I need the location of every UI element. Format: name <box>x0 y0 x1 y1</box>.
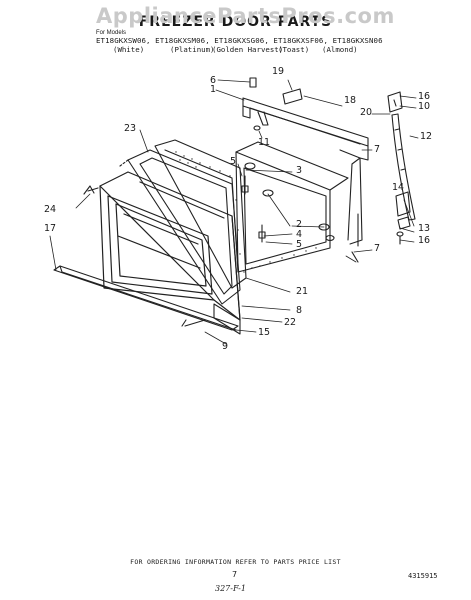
bottom-trim <box>53 265 241 335</box>
color-toast: (Toast) <box>278 45 310 54</box>
stipple-texture <box>175 151 317 273</box>
color-almond: (Almond) <box>322 45 358 54</box>
callout-16-top: 16 <box>418 91 431 102</box>
upper-hinge <box>387 91 416 221</box>
callout-23: 23 <box>124 123 137 134</box>
callout-17: 17 <box>44 223 57 234</box>
leader-lines <box>49 79 419 345</box>
callout-10: 10 <box>418 101 431 112</box>
handwritten-code: 327-F-1 <box>215 584 246 593</box>
callout-6: 6 <box>210 75 217 86</box>
callout-1: 1 <box>210 84 217 95</box>
callout-7-top: 7 <box>374 144 381 155</box>
callout-3: 3 <box>296 165 303 176</box>
page-title: FREEZER DOOR PARTS <box>138 14 333 30</box>
upper-door-frame <box>242 97 369 245</box>
callout-7-bottom: 7 <box>374 243 381 254</box>
screws <box>83 175 359 327</box>
callout-5-bottom: 5 <box>296 239 303 250</box>
outer-door <box>99 171 241 321</box>
callout-5-top: 5 <box>230 156 237 167</box>
callout-4: 4 <box>296 229 303 240</box>
callout-16-bottom: 16 <box>418 235 431 246</box>
callout-13: 13 <box>418 223 431 234</box>
document-number: 4315915 <box>408 572 438 580</box>
ordering-note: FOR ORDERING INFORMATION REFER TO PARTS … <box>130 558 341 566</box>
callout-22: 22 <box>284 317 297 328</box>
callout-14: 14 <box>392 182 405 193</box>
color-golden-harvest: (Golden Harvest) <box>212 45 284 54</box>
watermark: AppliancePartsPros.com <box>96 4 395 28</box>
bracket-6 <box>249 77 257 88</box>
callout-9: 9 <box>222 341 229 352</box>
model-list: ET18GKXSW06, ET18GKXSM06, ET18GKXSG06, E… <box>96 36 383 45</box>
callout-18: 18 <box>344 95 357 106</box>
for-models-label: For Models <box>96 30 127 36</box>
cap-19 <box>282 88 303 105</box>
lower-hinge <box>395 191 411 245</box>
callout-8: 8 <box>296 305 303 316</box>
color-platinum: (Platinum) <box>170 45 215 54</box>
door-gasket <box>119 149 241 305</box>
color-white: (White) <box>113 45 145 54</box>
callout-21: 21 <box>296 286 309 297</box>
callout-20: 20 <box>360 107 373 118</box>
callout-15: 15 <box>258 327 271 338</box>
callout-12: 12 <box>420 131 433 142</box>
callout-11: 11 <box>258 137 271 148</box>
callout-19: 19 <box>272 66 285 77</box>
door-foam-panel <box>154 139 247 289</box>
inner-door-panel <box>235 141 349 273</box>
page-number: 7 <box>232 570 238 579</box>
callout-2: 2 <box>296 219 303 230</box>
callout-24: 24 <box>44 204 57 215</box>
